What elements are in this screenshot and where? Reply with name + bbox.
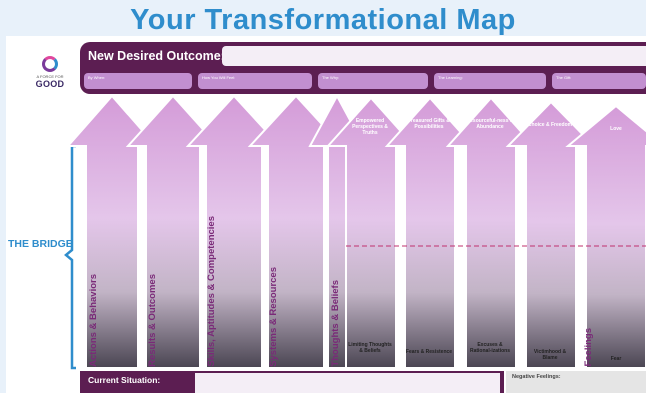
pill-by-when[interactable]: By When: xyxy=(84,73,192,89)
logo-small-text: A FORCE FOR xyxy=(36,74,64,79)
page-title: Your Transformational Map xyxy=(130,4,516,36)
outcome-input[interactable] xyxy=(222,46,646,66)
low-label-limiting: Limiting Thoughts & Beliefs xyxy=(348,342,392,354)
head-label-resourcefulness: Resourceful-ness & Abundance xyxy=(466,118,514,130)
low-label-victimhood: Victimhood & Blame xyxy=(533,349,567,361)
pill-the-gift[interactable]: The Gift: xyxy=(552,73,646,89)
column-label-results: Results & Outcomes xyxy=(147,274,158,367)
head-label-treasured: Treasured Gifts & Possibilities xyxy=(408,118,450,130)
current-situation-input[interactable] xyxy=(195,373,500,393)
logo-ring-icon xyxy=(42,56,58,72)
arrow-column-6 xyxy=(325,96,417,369)
negative-feelings-box[interactable] xyxy=(506,371,646,393)
low-label-fear: Fear xyxy=(610,356,622,362)
head-label-choice: Choice & Freedom xyxy=(527,122,573,128)
column-label-systems: Systems & Resources xyxy=(268,267,279,367)
arrow-column-7 xyxy=(384,96,476,369)
arrow-column-3 xyxy=(185,94,283,369)
low-label-excuses: Excuses & Rational-izations xyxy=(469,342,510,354)
outcome-label: New Desired Outcome: xyxy=(88,49,225,63)
column-label-thoughts: Thoughts & Beliefs xyxy=(330,280,341,367)
negative-feelings-label: Negative Feelings: xyxy=(512,374,561,380)
head-label-love: Love xyxy=(610,126,622,132)
pill-the-learning[interactable]: The Learning: xyxy=(434,73,546,89)
logo-big-text: GOOD xyxy=(35,79,65,89)
arrow-column-4 xyxy=(247,94,345,369)
logo: A FORCE FOR GOOD xyxy=(30,56,70,100)
bridge-label: THE BRIDGE xyxy=(8,238,73,250)
arrow-column-2 xyxy=(125,94,221,369)
column-label-skills: Skills, Aptitudes & Competencies xyxy=(206,216,217,367)
low-label-fears: Fears & Resistence xyxy=(405,349,453,355)
bridge-bracket xyxy=(64,144,76,370)
column-label-actions: Actions & Behaviors xyxy=(88,274,99,367)
arrow-column-1 xyxy=(65,94,159,369)
current-situation-label: Current Situation: xyxy=(88,375,161,385)
arrow-column-10 xyxy=(565,104,646,369)
head-label-empowered: Empowered Perspectives & Truths xyxy=(352,118,388,136)
arrow-column-8 xyxy=(445,96,537,369)
arrow-column-9 xyxy=(505,100,597,369)
pill-how-you-will-feel[interactable]: How You Will Feel: xyxy=(198,73,312,89)
pill-the-why[interactable]: The Why: xyxy=(318,73,428,89)
